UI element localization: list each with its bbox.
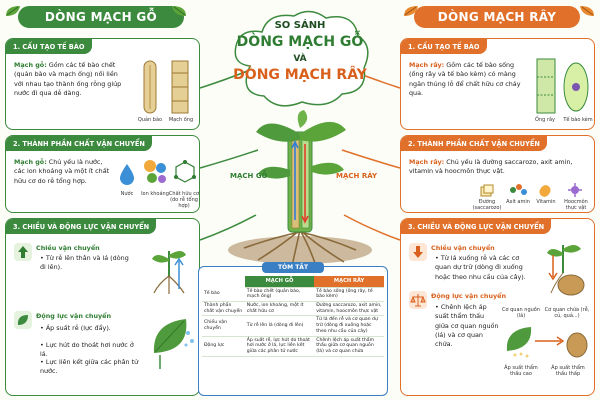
sugar-icon (480, 184, 494, 197)
sugar-caption: Đường (saccarozo) (472, 199, 502, 211)
ion-caption: Ion khoáng (141, 191, 169, 197)
right-content-title: 2. THÀNH PHẦN CHẤT VẬN CHUYỂN (401, 136, 547, 151)
title-line-1: SO SÁNH (274, 20, 326, 31)
scale-icon (409, 291, 427, 309)
vitamin-icon (539, 185, 551, 197)
right-direction-text: • Từ lá xuống rễ và các cơ quan dự trữ (… (435, 254, 526, 281)
left-content-text: Mạch gỗ: Chủ yếu là nước, các ion khoáng… (14, 158, 110, 185)
left-header: DÒNG MẠCH GỖ (18, 6, 184, 28)
xylem-cell: Tế bào chết (quản bào, mạch ống) (244, 287, 315, 302)
plant-phloem-label: MẠCH RÂY (336, 172, 378, 180)
summary-col-phloem: MẠCH RÂY (314, 276, 384, 288)
right-transport-title: 3. CHIỀU VÀ ĐỘNG LỰC VẬN CHUYỂN (401, 219, 552, 234)
right-structure-card: 1. CẤU TẠO TẾ BÀO Mạch rây: Gồm các tế b… (400, 38, 595, 130)
tracheid-illustration (143, 60, 189, 114)
left-force-title: Động lực vận chuyển (36, 312, 112, 320)
seedling-illustration (152, 251, 186, 294)
leaf-icon (404, 6, 418, 16)
source-organ-caption: Cơ quan nguồn (lá) (501, 307, 541, 319)
vitamin-caption: Vitamin (536, 199, 556, 205)
high-pressure-caption: Áp suất thẩm thấu cao (504, 365, 538, 377)
summary-title: TÓM TẮT (262, 262, 324, 273)
left-transport-title: 3. CHIỀU VÀ ĐỘNG LỰC VẬN CHUYỂN (6, 219, 157, 234)
ion-icon (144, 160, 166, 183)
title-line-3: VÀ (293, 54, 307, 64)
amino-acid-caption: Axit amin (506, 199, 530, 205)
sieve-tube-illustration (536, 58, 589, 114)
title-line-4: DÒNG MẠCH RÂY (233, 67, 367, 83)
row-label: Chiều vận chuyển (202, 315, 245, 337)
right-content-card: 2. THÀNH PHẦN CHẤT VẬN CHUYỂN Mạch rây: … (400, 135, 595, 213)
left-structure-text: Mạch gỗ: Gồm các tế bào chết (quản bào v… (14, 61, 122, 97)
right-direction-title: Chiều vận chuyển (431, 244, 495, 252)
right-content-text: Mạch rây: Chủ yếu là đường saccarozo, ax… (409, 158, 573, 176)
left-structure-card: 1. CẤU TẠO TẾ BÀO Mạch gỗ: Gồm các tế bà… (5, 38, 200, 130)
table-row: Tế bào Tế bào chết (quản bào, mạch ống) … (202, 287, 384, 302)
row-label: Thành phần chất vận chuyển (202, 301, 245, 317)
companion-cell-caption: Tế bào kèm (563, 117, 593, 123)
table-row: Động lực Áp suất rễ, lực hút do thoát hơ… (202, 336, 384, 357)
right-transport-card: 3. CHIỀU VÀ ĐỘNG LỰC VẬN CHUYỂN Chiều vậ… (400, 218, 595, 396)
organic-caption: Chất hữu cơ (do rễ tổng hợp) (168, 191, 200, 209)
phloem-cell: Đường saccarozo, axit amin, vitamin, hoo… (314, 301, 384, 317)
left-transport-card: 3. CHIỀU VÀ ĐỘNG LỰC VẬN CHUYỂN Chiều vậ… (5, 218, 200, 396)
row-label: Tế bào (202, 287, 245, 302)
water-caption: Nước (120, 191, 134, 197)
water-drop-icon (120, 164, 134, 185)
up-arrow-icon (14, 243, 32, 261)
table-row: Thành phần chất vận chuyển Nước, ion kho… (202, 301, 384, 317)
sink-organ-caption: Cơ quan chứa (rễ, củ, quả...) (544, 307, 590, 319)
leaf-icon (172, 6, 186, 16)
summary-col-xylem: MẠCH GỖ (244, 276, 315, 288)
low-pressure-caption: Áp suất thẩm thấu thấp (551, 365, 585, 377)
tracheid-caption: Quản bào (137, 117, 163, 123)
left-structure-title: 1. CẤU TẠO TẾ BÀO (6, 39, 92, 54)
central-plant-illustration (228, 110, 372, 267)
xylem-cell: Nước, ion khoáng, một ít chất hữu cơ (244, 301, 315, 317)
leaf-icon (6, 6, 20, 16)
row-label: Động lực (202, 336, 245, 357)
phloem-cell: Chênh lệch áp suất thẩm thấu giữa cơ qua… (314, 336, 384, 357)
summary-header-row: MẠCH GỖ MẠCH RÂY (202, 276, 384, 288)
title-cloud (234, 10, 369, 107)
vessel-caption: Mạch ống (168, 117, 194, 123)
leaf-force-icon (14, 311, 32, 329)
hormone-caption: Hoocmôn thực vật (564, 199, 588, 211)
down-arrow-icon (409, 243, 427, 261)
transpiration-leaf-illustration (153, 319, 194, 369)
hormone-icon (568, 183, 582, 197)
phloem-cell: Từ lá đến rễ và cơ quan dự trữ (dòng đi … (314, 315, 384, 337)
left-force-1: • Áp suất rễ (lực đẩy). (40, 324, 111, 332)
right-structure-title: 1. CẤU TẠO TẾ BÀO (401, 39, 487, 54)
summary-table: MẠCH GỖ MẠCH RÂY Tế bào Tế bào chết (quả… (202, 276, 384, 357)
right-header: DÒNG MẠCH RÂY (414, 6, 580, 28)
organic-molecule-icon (174, 160, 196, 183)
left-force-2: • Lực hút do thoát hơi nước ở lá. (40, 341, 134, 359)
sieve-tube-caption: Ống rây (535, 117, 555, 123)
right-structure-text: Mạch rây: Gồm các tế bào sống (ống rây v… (409, 61, 521, 97)
xylem-cell: Áp suất rễ, lực hút do thoát hơi nước ở … (244, 336, 315, 357)
leaf-icon (580, 6, 594, 16)
left-content-card: 2. THÀNH PHẦN CHẤT VẬN CHUYỂN Mạch gỗ: C… (5, 135, 200, 213)
tuber-plant-illustration (547, 245, 585, 296)
right-force-title: Động lực vận chuyển (431, 292, 507, 300)
plant-xylem-label: MẠCH GỖ (230, 172, 268, 180)
pressure-flow-illustration (506, 327, 588, 358)
left-force-3: • Lực liên kết giữa các phân tử nước. (40, 358, 139, 376)
phloem-cell: Tế bào sống (ống rây, tế bào kèm) (314, 287, 384, 302)
amino-acid-icon (510, 184, 527, 195)
left-direction-text: • Từ rễ lên thân và lá (dòng đi lên). (40, 254, 129, 272)
left-direction-title: Chiều vận chuyển (36, 244, 100, 252)
left-content-title: 2. THÀNH PHẦN CHẤT VẬN CHUYỂN (6, 136, 152, 151)
title-line-2: DÒNG MẠCH GỖ (236, 34, 364, 50)
right-force-1: • Chênh lệch áp suất thẩm thấu giữa cơ q… (435, 303, 499, 349)
table-row: Chiều vận chuyển Từ rễ lên lá (dòng đi l… (202, 315, 384, 337)
xylem-cell: Từ rễ lên lá (dòng đi lên) (244, 315, 315, 337)
